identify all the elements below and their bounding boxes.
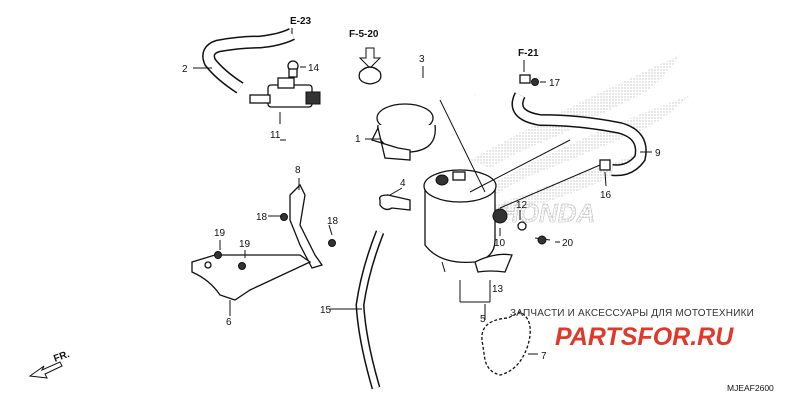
honda-brand-text: HONDA [500, 198, 595, 228]
label-part-6: 6 [226, 317, 232, 328]
bolts [214, 78, 539, 270]
label-part-13: 13 [492, 284, 504, 295]
label-part-4: 4 [400, 178, 406, 189]
ref-f520: F-5-20 [349, 29, 379, 40]
front-direction-arrow: FR. [28, 349, 71, 379]
label-part-2: 2 [182, 64, 188, 75]
label-part-1: 1 [355, 134, 361, 145]
label-part-18-left: 18 [256, 212, 268, 223]
part-8-bracket [289, 183, 324, 269]
label-part-18-right: 18 [327, 216, 339, 227]
part-13-band [474, 253, 513, 273]
label-part-19-left: 19 [214, 228, 226, 239]
front-label: FR. [52, 349, 71, 365]
part-5-canister [423, 169, 551, 273]
part-2-hose [202, 28, 295, 94]
part-3-hose [298, 76, 480, 134]
part-4-elbow [379, 194, 411, 211]
label-part-3: 3 [419, 54, 425, 65]
label-part-12: 12 [516, 200, 528, 211]
ref-e23: E-23 [290, 16, 312, 27]
label-part-14: 14 [308, 63, 320, 74]
honda-wing-watermark: HONDA [470, 55, 690, 228]
part-1-clamp [371, 103, 436, 161]
label-part-17: 17 [549, 78, 561, 89]
label-part-20: 20 [562, 238, 574, 249]
watermark-tagline: ЗАПЧАСТИ И АКСЕССУАРЫ ДЛЯ МОТОТЕХНИКИ [510, 308, 754, 319]
label-part-9: 9 [655, 148, 661, 159]
part-7-cover [481, 311, 531, 376]
part-15-hose [355, 230, 385, 390]
label-part-7: 7 [541, 351, 547, 362]
watermark-logo: PARTSFOR.RU [555, 323, 734, 351]
label-part-15: 15 [320, 305, 332, 316]
part-6-bracket [191, 254, 312, 301]
label-part-11: 11 [270, 130, 281, 141]
diagram-code: MJEAF2600 [727, 383, 774, 393]
label-part-5: 5 [480, 314, 486, 325]
part-11-valve [249, 60, 321, 108]
label-part-8: 8 [295, 165, 301, 176]
ref-f21: F-21 [518, 48, 539, 59]
f520-clip [358, 47, 382, 85]
label-part-10: 10 [494, 238, 506, 249]
label-part-19-right: 19 [239, 239, 251, 250]
part-9-hose [511, 74, 647, 177]
leader-lines [193, 66, 652, 355]
label-part-16: 16 [600, 190, 612, 201]
